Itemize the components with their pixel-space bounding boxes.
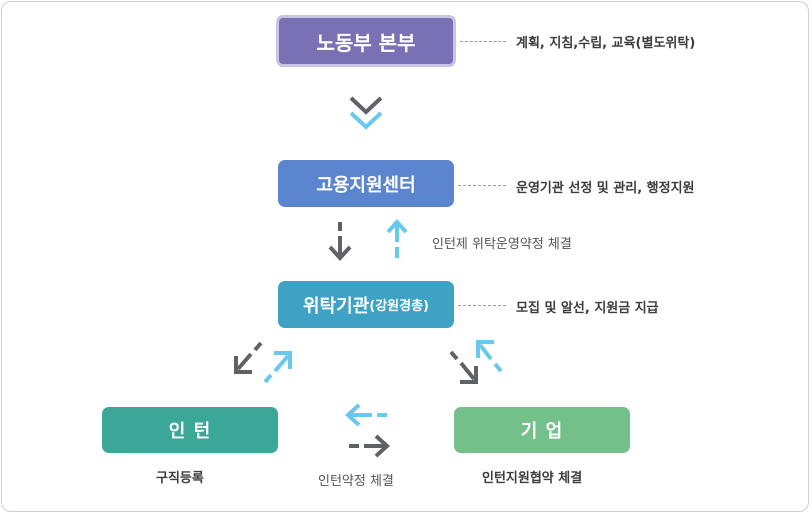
hq-leader-line — [460, 41, 506, 42]
company-box: 기 업 — [454, 407, 630, 453]
employment-center-box: 고용지원센터 — [278, 160, 454, 207]
employment-center-leader-line — [458, 185, 506, 186]
trust-org-leader-line — [458, 305, 506, 306]
employment-center-label: 고용지원센터 — [316, 174, 416, 196]
arrow-intern-to-company — [349, 434, 390, 458]
company-label: 기 업 — [520, 421, 564, 442]
arrow-trust-to-intern — [234, 341, 263, 374]
intern-company-contract-caption: 인턴약정 체결 — [318, 474, 394, 489]
hq-label: 노동부 본부 — [316, 30, 416, 55]
center-trust-contract-note: 인턴제 위탁운영약정 체결 — [432, 237, 572, 252]
arrow-up-trust-to-center — [386, 219, 408, 258]
double-chevron-down-icon — [349, 96, 383, 130]
trust-org-box: 위탁기관(강원경총) — [278, 281, 454, 328]
intern-box: 인 턴 — [102, 407, 278, 453]
trust-org-note: 모집 및 알선, 지원금 지급 — [516, 301, 659, 316]
arrow-company-to-intern — [345, 403, 387, 427]
arrow-intern-to-trust — [263, 351, 292, 384]
intern-caption: 구직등록 — [156, 471, 204, 486]
trust-org-label: 위탁기관 — [303, 295, 370, 317]
trust-org-sub-label: (강원경총) — [369, 299, 429, 314]
company-caption: 인턴지원협약 체결 — [482, 471, 583, 486]
arrow-down-center-to-trust — [328, 222, 352, 261]
intern-label: 인 턴 — [168, 421, 212, 442]
employment-center-note: 운영기관 선정 및 관리, 행정지원 — [516, 181, 695, 196]
hq-box: 노동부 본부 — [276, 15, 456, 67]
arrow-trust-to-company — [449, 350, 478, 384]
arrow-company-to-trust — [476, 340, 503, 373]
hq-note: 계획, 지침,수립, 교육(별도위탁) — [516, 36, 696, 51]
